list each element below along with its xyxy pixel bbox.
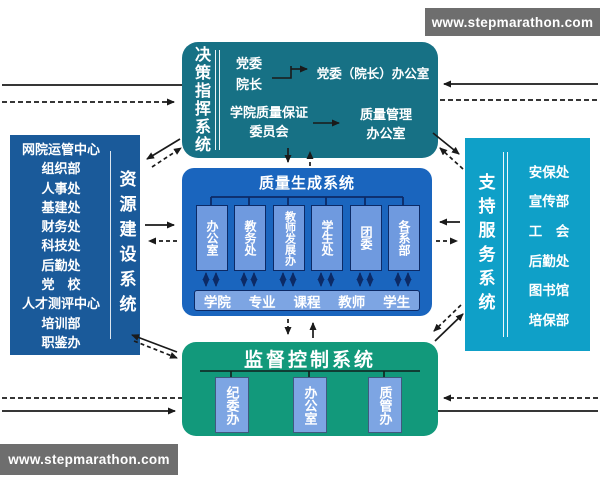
resource-item: 人事处 — [41, 180, 81, 196]
support-item: 后勤处 — [528, 253, 570, 269]
watermark-bottom-text: www.stepmarathon.com — [8, 452, 170, 467]
support-system-title: 支持服务系统 — [475, 172, 495, 317]
supervision-dept-box: 质管办 — [368, 377, 402, 433]
resource-item: 组织部 — [41, 161, 81, 177]
quality-dept-box: 团委 — [350, 205, 382, 271]
quality-dept-box: 各系部 — [388, 205, 420, 271]
support-item: 培保部 — [528, 313, 570, 329]
quality-dept-label: 各系部 — [397, 220, 411, 256]
quality-element-label: 教师 — [338, 294, 366, 310]
resource-item: 党 校 — [41, 276, 81, 292]
supervision-dept-label: 纪委办 — [224, 385, 240, 425]
decision-title-separator — [215, 50, 220, 150]
quality-system-box: 质量生成系统 办公室 教务处 教师发展办 学生处 团委 各系部 学院 专业 课程… — [182, 168, 432, 316]
quality-dept-label: 办公室 — [205, 220, 219, 256]
support-item: 宣传部 — [528, 194, 570, 210]
quality-dept-box: 教师发展办 — [273, 205, 305, 271]
supervision-dept-box: 办公室 — [293, 377, 327, 433]
quality-support-flows — [436, 218, 460, 245]
resource-quality-flows — [145, 221, 177, 245]
watermark-top: www.stepmarathon.com — [425, 8, 600, 36]
watermark-top-text: www.stepmarathon.com — [431, 14, 594, 30]
quality-element-label: 课程 — [293, 294, 321, 310]
support-items: 安保处 宣传部 工 会 后勤处 图书馆 培保部 — [511, 156, 587, 334]
quality-dept-box: 学生处 — [311, 205, 343, 271]
resource-item: 网院运管中心 — [21, 142, 100, 158]
support-title-separator — [503, 152, 508, 337]
quality-element-label: 专业 — [248, 294, 276, 310]
quality-dept-label: 团委 — [359, 226, 373, 250]
resource-title-separator — [110, 151, 111, 339]
resource-system-title: 资源建设系统 — [116, 170, 136, 320]
supervision-system-box: 监督控制系统 纪委办 办公室 质管办 — [182, 342, 438, 436]
resource-item: 后勤处 — [41, 257, 81, 273]
supervision-dept-label: 办公室 — [302, 385, 318, 425]
qm-office-label: 质量管理 办公室 — [359, 107, 412, 141]
supervision-system-title: 监督控制系统 — [243, 350, 376, 371]
support-item: 图书馆 — [528, 283, 570, 299]
resource-item: 职鉴办 — [41, 334, 81, 350]
resource-item: 财务处 — [41, 219, 81, 235]
support-system-box: 支持服务系统 安保处 宣传部 工 会 后勤处 图书馆 培保部 — [465, 138, 590, 351]
decision-system-box: 决策指挥系统 党委 院长 党委（院长）办公室 学院质量保证 委员会 质量管理 办… — [182, 42, 438, 158]
leaders-label: 党委 院长 — [235, 56, 262, 93]
decision-system-title: 决策指挥系统 — [192, 46, 209, 154]
quality-dept-label: 教师发展办 — [283, 210, 296, 266]
quality-dept-label: 学生处 — [320, 220, 334, 256]
resource-item: 培训部 — [41, 315, 81, 331]
quality-element-label: 学生 — [383, 294, 411, 310]
resource-system-box: 网院运管中心 组织部 人事处 基建处 财务处 科技处 后勤处 党 校 人才测评中… — [10, 135, 140, 355]
resource-item: 人才测评中心 — [21, 296, 100, 312]
quality-dept-label: 教务处 — [243, 220, 257, 256]
support-item: 安保处 — [528, 164, 570, 180]
watermark-bottom: www.stepmarathon.com — [0, 444, 178, 475]
supervision-dept-box: 纪委办 — [215, 377, 249, 433]
supervision-dept-label: 质管办 — [377, 385, 393, 425]
resource-items: 网院运管中心 组织部 人事处 基建处 财务处 科技处 后勤处 党 校 人才测评中… — [10, 139, 112, 351]
resource-item: 基建处 — [41, 199, 81, 215]
resource-item: 科技处 — [41, 238, 81, 254]
quality-system-title: 质量生成系统 — [258, 175, 355, 192]
support-item: 工 会 — [528, 224, 570, 240]
quality-element-label: 学院 — [203, 294, 231, 310]
quality-elements-bar: 学院 专业 课程 教师 学生 — [194, 290, 420, 311]
quality-dept-box: 教务处 — [234, 205, 266, 271]
quality-supervision-flows — [284, 319, 317, 338]
leaders-office-label: 党委（院长）办公室 — [316, 67, 430, 81]
quality-dept-box: 办公室 — [196, 205, 228, 271]
qa-committee-label: 学院质量保证 委员会 — [229, 105, 308, 139]
